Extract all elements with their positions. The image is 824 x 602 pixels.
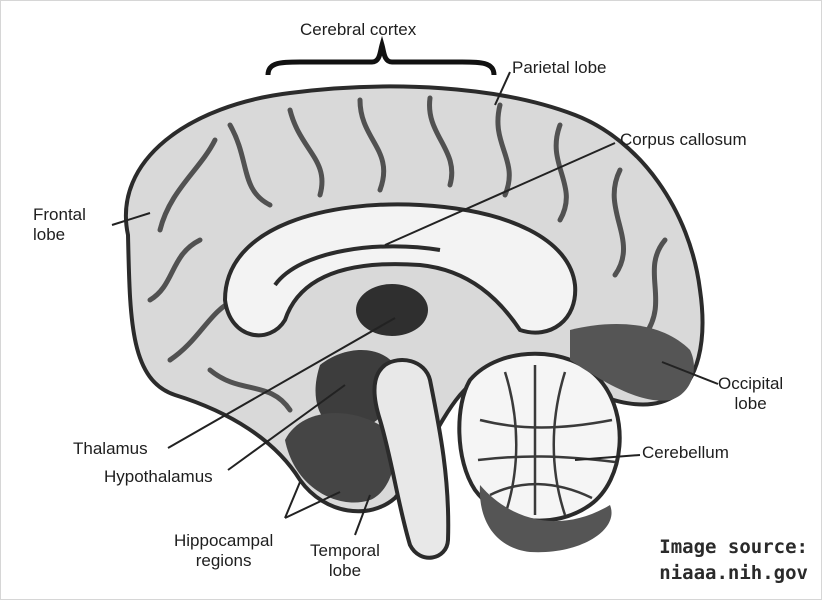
occipital-region	[570, 324, 694, 401]
label-thalamus: Thalamus	[73, 439, 148, 458]
label-cerebellum: Cerebellum	[642, 443, 729, 462]
leader-corpus-callosum	[384, 142, 616, 246]
label-hypothalamus: Hypothalamus	[104, 467, 213, 486]
leader-cerebellum	[574, 454, 641, 461]
leader-frontal	[111, 212, 151, 226]
leader-thalamus	[167, 317, 396, 449]
temporal-region	[285, 413, 395, 503]
gyri-texture	[147, 95, 668, 413]
cerebellum-folia	[477, 365, 616, 516]
cerebellum-underside	[479, 485, 612, 553]
leader-hippocampal-b	[284, 491, 341, 519]
corpus-callosum	[222, 202, 578, 338]
label-hippocampal-regions: Hippocampal regions	[174, 531, 274, 570]
leader-parietal	[494, 71, 511, 106]
leader-hypothalamus	[227, 384, 346, 471]
leader-temporal	[354, 494, 371, 536]
leader-lines	[111, 71, 719, 536]
cerebellum-shape	[457, 351, 622, 523]
leader-occipital	[661, 361, 719, 385]
image-source-line1: Image source:	[659, 536, 808, 558]
label-temporal-lobe: Temporal lobe	[310, 541, 380, 580]
cortex-bracket	[265, 35, 497, 76]
brain-stem	[372, 358, 451, 560]
label-cerebral-cortex: Cerebral cortex	[300, 20, 417, 39]
fornix-arc	[273, 244, 441, 287]
leader-hippocampal-a	[284, 481, 301, 519]
label-occipital-lobe: Occipital lobe	[718, 374, 784, 413]
image-source-line2: niaaa.nih.gov	[659, 562, 808, 584]
label-corpus-callosum: Corpus callosum	[620, 130, 747, 149]
thalamus-shape	[356, 284, 428, 336]
label-frontal-lobe: Frontal lobe	[33, 205, 86, 244]
label-parietal-lobe: Parietal lobe	[512, 58, 607, 77]
